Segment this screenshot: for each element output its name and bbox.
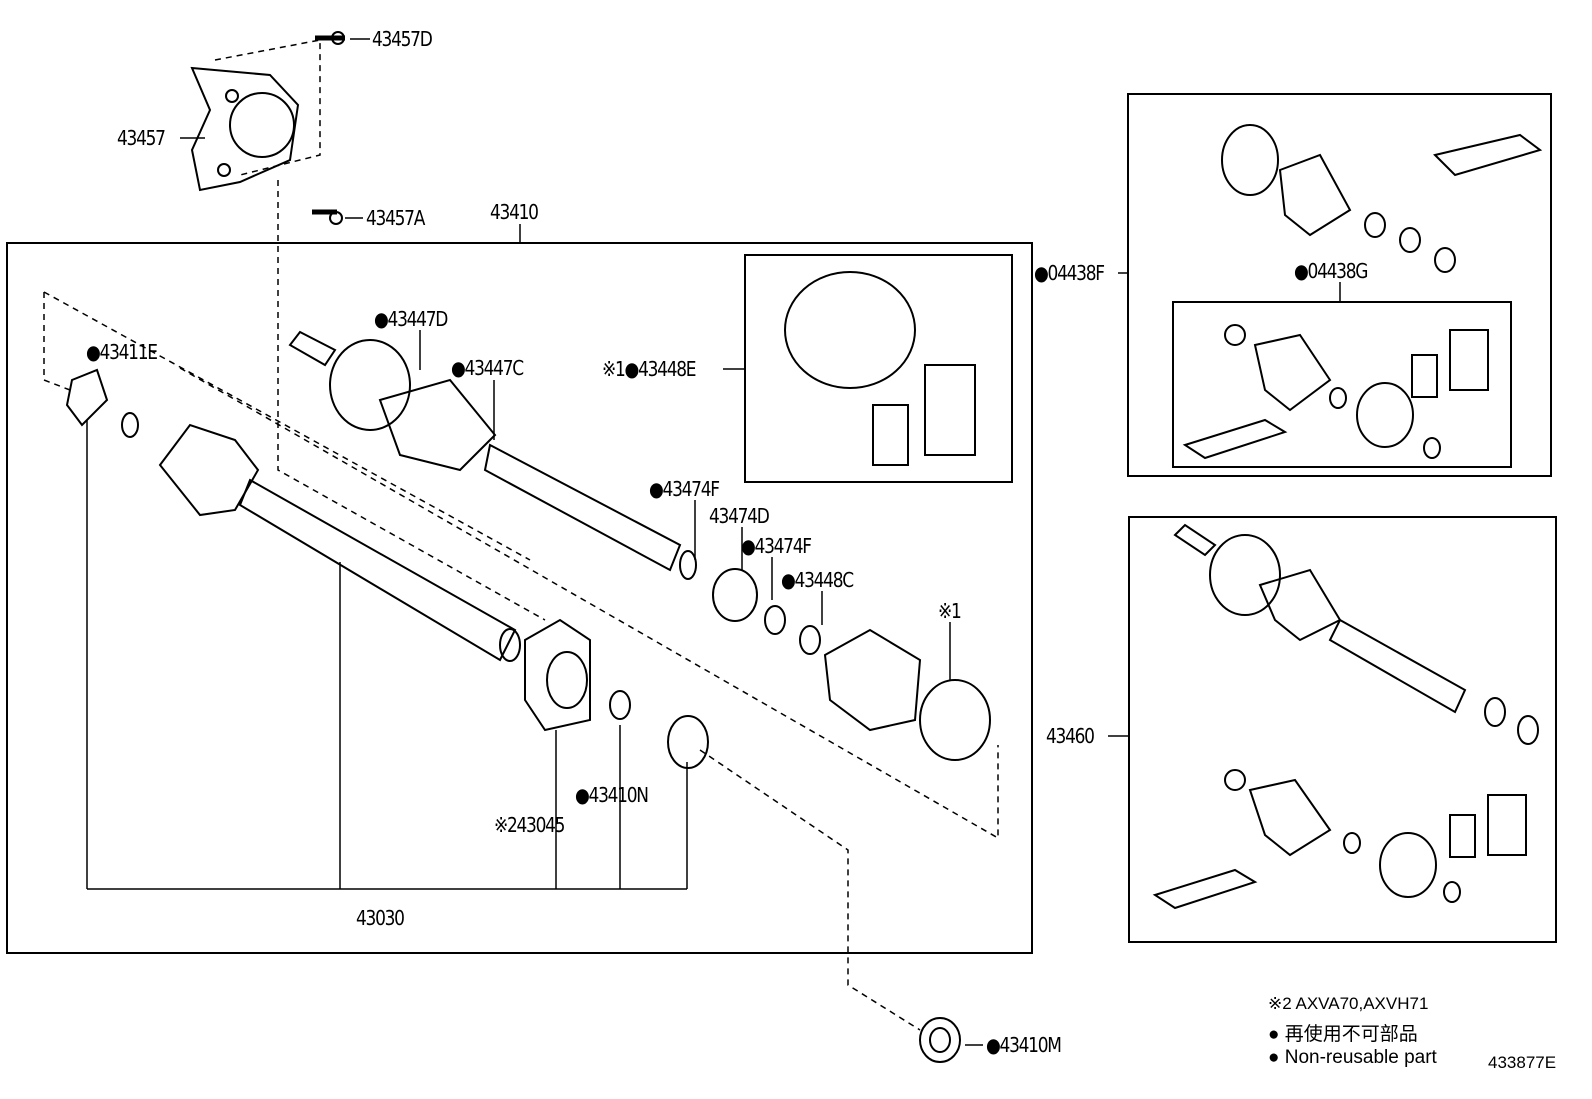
label-43457: 43457 [117,126,166,150]
bracket-43457 [190,31,345,225]
note-models: ※2 AXVA70,AXVH71 [1268,994,1429,1013]
label-04438F: ●04438F [1034,261,1105,285]
label-43460: 43460 [1046,724,1095,748]
boot-band-kit-drawing [784,271,976,466]
label-43448C: ●43448C [781,568,854,592]
label-43411E: ●43411E [86,340,158,364]
label-43447C: ●43447C [451,356,524,380]
boot-kit-04438G-box [1172,301,1512,468]
label-04438G: ●04438G [1294,259,1368,283]
label-43030: 43030 [356,906,405,930]
assembly-43460-drawing [1152,523,1539,910]
assembly-43410-box [6,242,1033,954]
kit-04438F-drawing [1182,124,1543,460]
boot-kit-04438F-box [1127,93,1552,477]
label-43447D: ●43447D [374,307,448,331]
label-43474D: 43474D [709,504,770,528]
label-43474F-b: ●43474F [741,534,812,558]
note-nonreusable-en: ● Non-reusable part [1268,1047,1437,1068]
dashed-guides [43,39,999,1031]
label-43410M: ●43410M [986,1033,1062,1057]
note-nonreusable-jp: ● 再使用不可部品 [1268,1024,1418,1045]
oil-seal-43410M [919,1017,961,1063]
label-43410N: ●43410N [575,783,649,807]
label-43410: 43410 [490,200,539,224]
outer-shaft-43410 [288,330,991,761]
leader-lines [86,38,1341,1046]
shaft-43030 [65,368,709,769]
label-43457D: 43457D [372,27,433,51]
label-43448E: ※1●43448E [602,357,697,381]
label-43457A: 43457A [366,206,425,230]
label-ref1: ※1 [938,599,962,623]
assembly-43460-box [1128,516,1557,943]
label-43474F-a: ●43474F [649,477,720,501]
label-43045: ※243045 [494,813,565,837]
diagram-code: 433877E [1488,1053,1557,1072]
boot-kit-43448E-box [744,254,1013,483]
